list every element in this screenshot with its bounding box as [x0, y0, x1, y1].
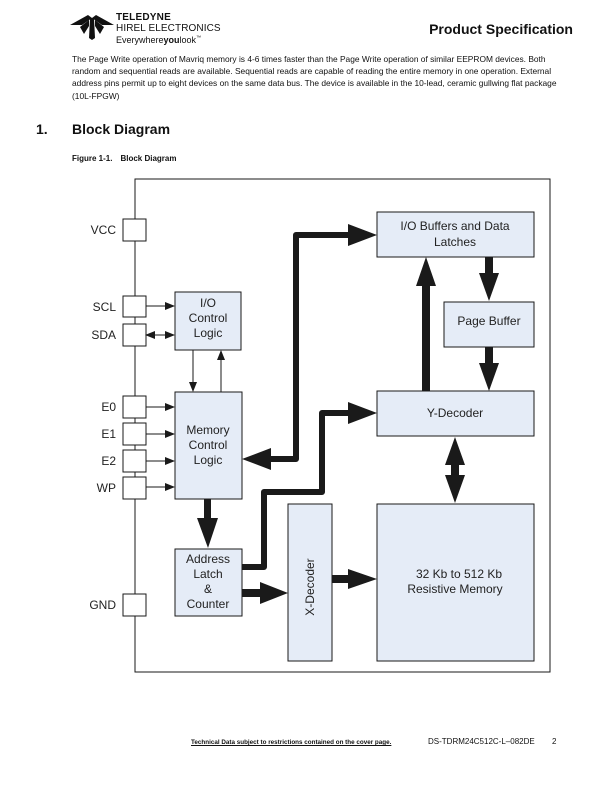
svg-text:Control: Control	[189, 438, 228, 452]
pin-scl: SCL	[93, 295, 147, 318]
pin-box-scl	[122, 295, 147, 318]
pin-label-wp: WP	[97, 481, 116, 495]
pin-e2: E2	[101, 449, 147, 473]
svg-text:I/O Buffers and Data: I/O Buffers and Data	[400, 219, 509, 233]
block-io-buffers-data-latches: I/O Buffers and Data Latches	[376, 211, 535, 258]
section-title: Block Diagram	[72, 121, 171, 137]
pin-vcc: VCC	[91, 218, 147, 242]
logo-tagline: Everywhereyoulook™	[116, 35, 202, 45]
svg-text:32 Kb to 512 Kb: 32 Kb to 512 Kb	[416, 567, 502, 581]
figure-caption: Figure 1-1. Block Diagram	[72, 154, 176, 163]
arrow-io-buffers-to-page-buffer	[479, 257, 499, 301]
pin-box-e1	[122, 422, 147, 446]
footer-page-number: 2	[552, 737, 557, 746]
teledyne-eagle-icon	[70, 15, 114, 40]
svg-text:Counter: Counter	[187, 597, 230, 611]
svg-text:Page Buffer: Page Buffer	[457, 314, 520, 328]
pin-label-e1: E1	[101, 427, 116, 441]
pin-label-gnd: GND	[89, 598, 116, 612]
pin-e1: E1	[101, 422, 147, 446]
arrow-x-decoder-to-memory-array	[332, 569, 377, 589]
pin-label-vcc: VCC	[91, 223, 117, 237]
pin-label-e0: E0	[101, 400, 116, 414]
block-page-buffer: Page Buffer	[443, 301, 535, 348]
bus-memory-control-to-io-buffers	[242, 224, 377, 470]
arrow-y-decoder-memory-bidirectional	[445, 437, 465, 503]
pin-box-sda	[122, 323, 147, 347]
header-title: Product Specification	[429, 21, 573, 37]
block-y-decoder: Y-Decoder	[376, 390, 535, 437]
logo-line-hirel: HIREL ELECTRONICS	[116, 23, 221, 34]
pin-label-sda: SDA	[91, 328, 116, 342]
block-memory-control-logic: Memory Control Logic	[174, 391, 243, 500]
logo-line-teledyne: TELEDYNE	[116, 12, 171, 23]
figure-label: Figure 1-1.	[72, 154, 113, 163]
arrow-address-latch-to-x-decoder	[242, 582, 288, 604]
svg-text:I/O: I/O	[200, 296, 216, 310]
pin-gnd: GND	[89, 593, 147, 617]
svg-text:Y-Decoder: Y-Decoder	[427, 406, 483, 420]
footer-doc-number: DS-TDRM24C512C-L–082DE	[428, 737, 535, 746]
pin-box-wp	[122, 476, 147, 500]
arrow-memory-control-to-address-latch	[197, 499, 218, 548]
svg-text:Latches: Latches	[434, 235, 476, 249]
pin-sda: SDA	[91, 323, 147, 347]
block-io-control-logic: I/O Control Logic	[174, 291, 242, 351]
teledyne-logo: TELEDYNE HIREL ELECTRONICS Everywhereyou…	[70, 12, 240, 48]
pin-box-vcc	[122, 218, 147, 242]
pin-box-e0	[122, 395, 147, 419]
figure-title: Block Diagram	[120, 154, 177, 163]
svg-text:Latch: Latch	[193, 567, 222, 581]
pin-label-e2: E2	[101, 454, 116, 468]
pin-e0: E0	[101, 395, 147, 419]
bus-address-latch-to-y-decoder	[242, 402, 377, 570]
svg-text:&: &	[204, 582, 212, 596]
pin-wp: WP	[97, 476, 147, 500]
footer-restriction-note: Technical Data subject to restrictions c…	[191, 739, 392, 746]
intro-paragraph: The Page Write operation of Mavriq memor…	[72, 54, 557, 101]
svg-text:Address: Address	[186, 552, 230, 566]
block-address-latch-counter: Address Latch & Counter	[174, 548, 243, 617]
svg-text:Memory: Memory	[186, 423, 229, 437]
arrow-y-decoder-to-io-buffers	[416, 257, 436, 391]
pin-box-e2	[122, 449, 147, 473]
svg-text:Logic: Logic	[194, 453, 223, 467]
arrow-page-buffer-to-y-decoder	[479, 347, 499, 391]
section-number: 1.	[36, 121, 48, 137]
pin-label-scl: SCL	[93, 300, 117, 314]
svg-text:Logic: Logic	[194, 326, 223, 340]
block-x-decoder: X-Decoder	[287, 503, 333, 662]
svg-text:X-Decoder: X-Decoder	[303, 558, 317, 615]
block-resistive-memory-array: 32 Kb to 512 Kb Resistive Memory	[376, 503, 535, 662]
svg-text:Control: Control	[189, 311, 228, 325]
pin-box-gnd	[122, 593, 147, 617]
svg-text:Resistive Memory: Resistive Memory	[407, 582, 502, 596]
